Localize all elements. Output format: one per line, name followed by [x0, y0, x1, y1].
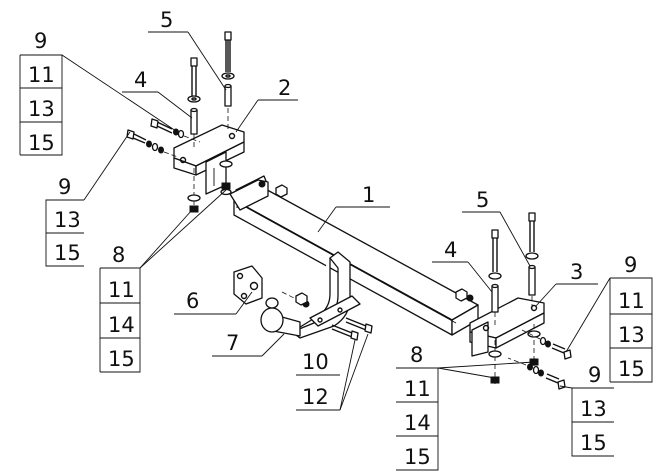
left-bracket — [173, 124, 245, 195]
callout-15-right: 15 — [618, 357, 645, 381]
callout-11-top-left: 11 — [28, 63, 55, 87]
callout-13-mid-left: 13 — [54, 208, 81, 232]
callout-11-right: 11 — [618, 289, 645, 313]
callout-13-bottom-right: 13 — [580, 397, 607, 421]
right-bracket — [469, 297, 545, 357]
callout-4-right: 4 — [444, 238, 457, 262]
callout-3: 3 — [570, 260, 583, 284]
callout-4-top: 4 — [134, 68, 147, 92]
callout-5-top: 5 — [160, 8, 173, 32]
callout-5-right: 5 — [476, 188, 489, 212]
callout-7: 7 — [226, 331, 239, 355]
callout-15-top-left: 15 — [28, 131, 55, 155]
callout-10: 10 — [302, 350, 329, 374]
callout-13-right: 13 — [618, 323, 645, 347]
callout-6: 6 — [186, 289, 199, 313]
callout-labels: 9 11 13 15 5 4 2 9 13 15 1 8 11 14 15 6 … — [28, 8, 645, 469]
callout-9-top-left: 9 — [34, 29, 47, 53]
callout-15-left: 15 — [108, 347, 135, 371]
callout-9-bottom-right: 9 — [588, 363, 601, 387]
callout-15-bottom-right: 15 — [580, 431, 607, 455]
fasteners — [126, 31, 572, 390]
callout-14-left: 14 — [108, 313, 135, 337]
callout-13-top-left: 13 — [28, 97, 55, 121]
callout-8-left: 8 — [112, 243, 125, 267]
callout-9-mid-left: 9 — [58, 175, 71, 199]
callout-2: 2 — [278, 76, 291, 100]
callout-15-bottom: 15 — [404, 445, 431, 469]
callout-9-right: 9 — [624, 253, 637, 277]
callout-11-left: 11 — [108, 278, 135, 302]
callout-1: 1 — [362, 183, 375, 207]
callout-14-bottom: 14 — [404, 411, 431, 435]
callout-12: 12 — [302, 385, 329, 409]
leader-lines — [19, 31, 653, 471]
ball-mount — [233, 251, 361, 339]
callout-11-bottom: 11 — [404, 377, 431, 401]
callout-8-bottom: 8 — [410, 343, 423, 367]
callout-15-mid-left: 15 — [54, 241, 81, 265]
